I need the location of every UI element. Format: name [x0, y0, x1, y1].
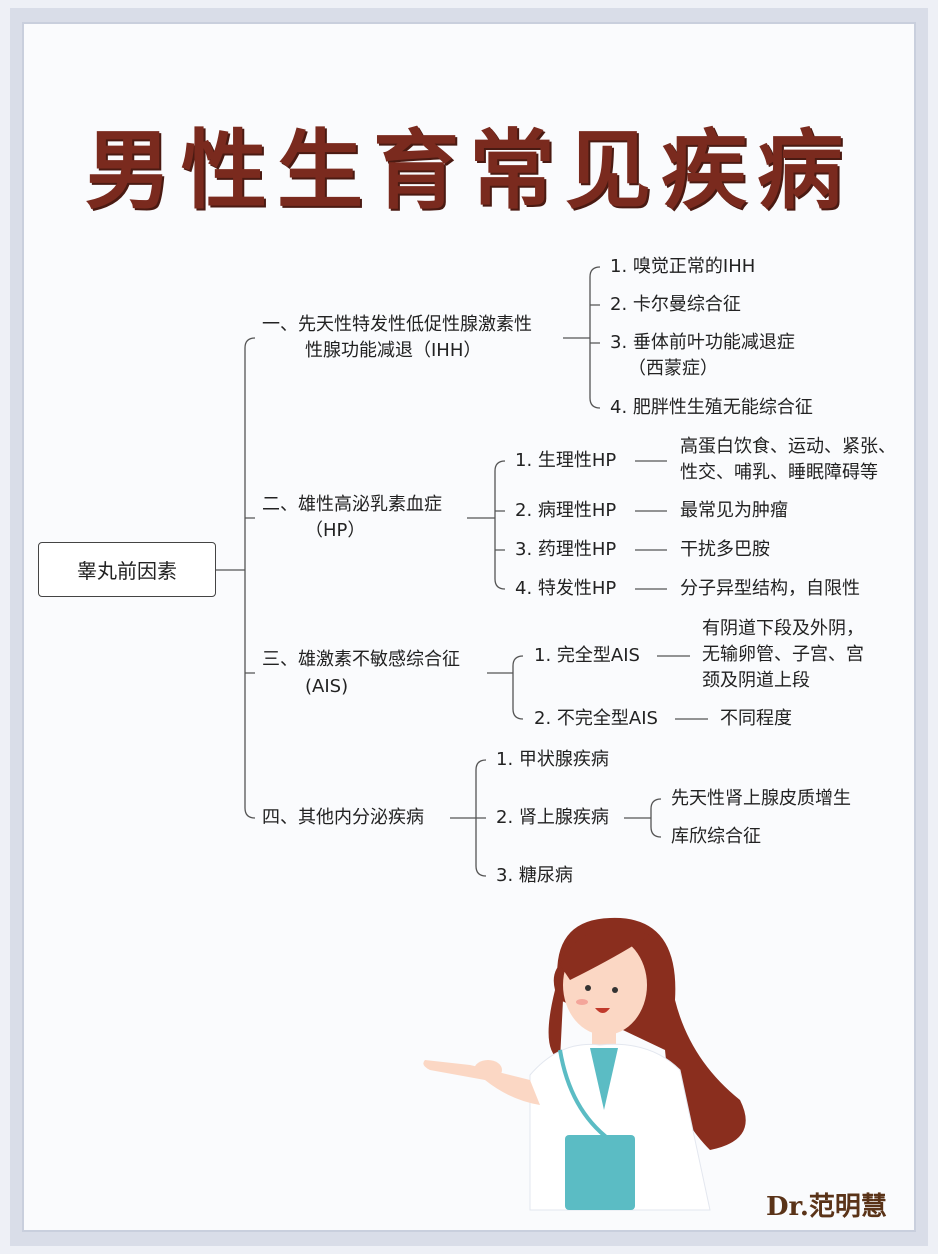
detail-text: 先天性肾上腺皮质增生	[671, 788, 851, 809]
leaf-node: 3. 糖尿病	[496, 865, 573, 886]
branch-3-label: (AIS)	[305, 676, 349, 697]
branch-2-label: （HP）	[305, 520, 366, 541]
root-node: 睾丸前因素	[38, 542, 216, 597]
detail-text: 干扰多巴胺	[680, 539, 770, 560]
branch-3-label: 三、雄激素不敏感综合征	[262, 649, 460, 670]
detail-text: 库欣综合征	[671, 826, 761, 847]
doctor-illustration	[423, 917, 746, 1211]
detail-text: 性交、哺乳、睡眠障碍等	[680, 462, 878, 483]
detail-text: 不同程度	[720, 708, 792, 729]
branch-1-label: 一、先天性特发性低促性腺激素性	[262, 314, 532, 335]
leaf-node: 1. 生理性HP	[515, 450, 617, 471]
branch-1-label: 性腺功能减退（IHH）	[305, 340, 482, 361]
leaf-node: 4. 特发性HP	[515, 578, 617, 599]
detail-text: 分子异型结构，自限性	[680, 578, 860, 599]
leaf-node: （西蒙症）	[628, 358, 718, 379]
leaf-node: 1. 甲状腺疾病	[496, 749, 609, 770]
leaf-node: 2. 肾上腺疾病	[496, 807, 609, 828]
leaf-node: 2. 不完全型AIS	[534, 708, 658, 729]
detail-text: 高蛋白饮食、运动、紧张、	[680, 436, 896, 457]
signature: Dr.范明慧	[766, 1192, 887, 1222]
inner-frame	[22, 22, 916, 1232]
branch-2-label: 二、雄性高泌乳素血症	[262, 494, 442, 515]
leaf-node: 3. 药理性HP	[515, 539, 617, 560]
detail-text: 最常见为肿瘤	[680, 500, 788, 521]
leaf-node: 3. 垂体前叶功能减退症	[610, 332, 795, 353]
leaf-node: 2. 病理性HP	[515, 500, 617, 521]
leaf-node: 2. 卡尔曼综合征	[610, 294, 741, 315]
leaf-node: 4. 肥胖性生殖无能综合征	[610, 397, 813, 418]
detail-text: 无输卵管、子宫、宫	[702, 644, 864, 665]
detail-text: 有阴道下段及外阴，	[702, 618, 864, 639]
branch-4-label: 四、其他内分泌疾病	[262, 807, 424, 828]
leaf-node: 1. 嗅觉正常的IHH	[610, 256, 756, 277]
page-title: 男性生育常见疾病	[85, 120, 853, 221]
detail-text: 颈及阴道上段	[702, 670, 810, 691]
leaf-node: 1. 完全型AIS	[534, 645, 640, 666]
